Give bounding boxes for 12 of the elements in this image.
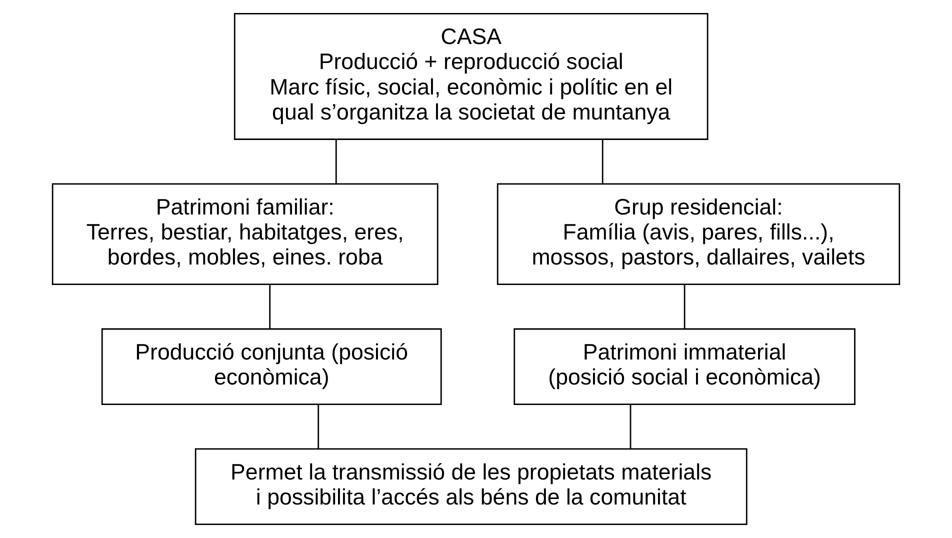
connector: [630, 404, 632, 449]
connector: [335, 140, 337, 184]
node-box: Permet la transmissió de les propietats materials i possibilita l’accés als béns de la comunitat: [194, 448, 748, 525]
node-box: Patrimoni immaterial (posició social i econòmica): [514, 328, 856, 406]
connector: [602, 140, 604, 184]
connector: [318, 404, 320, 449]
node-box: Patrimoni familiar: Terres, bestiar, habitatges, eres, bordes, mobles, eines. roba: [52, 183, 438, 286]
connector: [684, 284, 686, 329]
node-box: Grup residencial: Família (avis, pares, fills...), mossos, pastors, dallaires, vailets: [496, 183, 900, 286]
node-box: CASA Producció + reproducció social Marc físic, social, econòmic i polític en el qual s’organitza la societat de muntanya: [234, 13, 708, 140]
connector: [269, 284, 271, 329]
node-box: Producció conjunta (posició econòmica): [101, 328, 442, 406]
